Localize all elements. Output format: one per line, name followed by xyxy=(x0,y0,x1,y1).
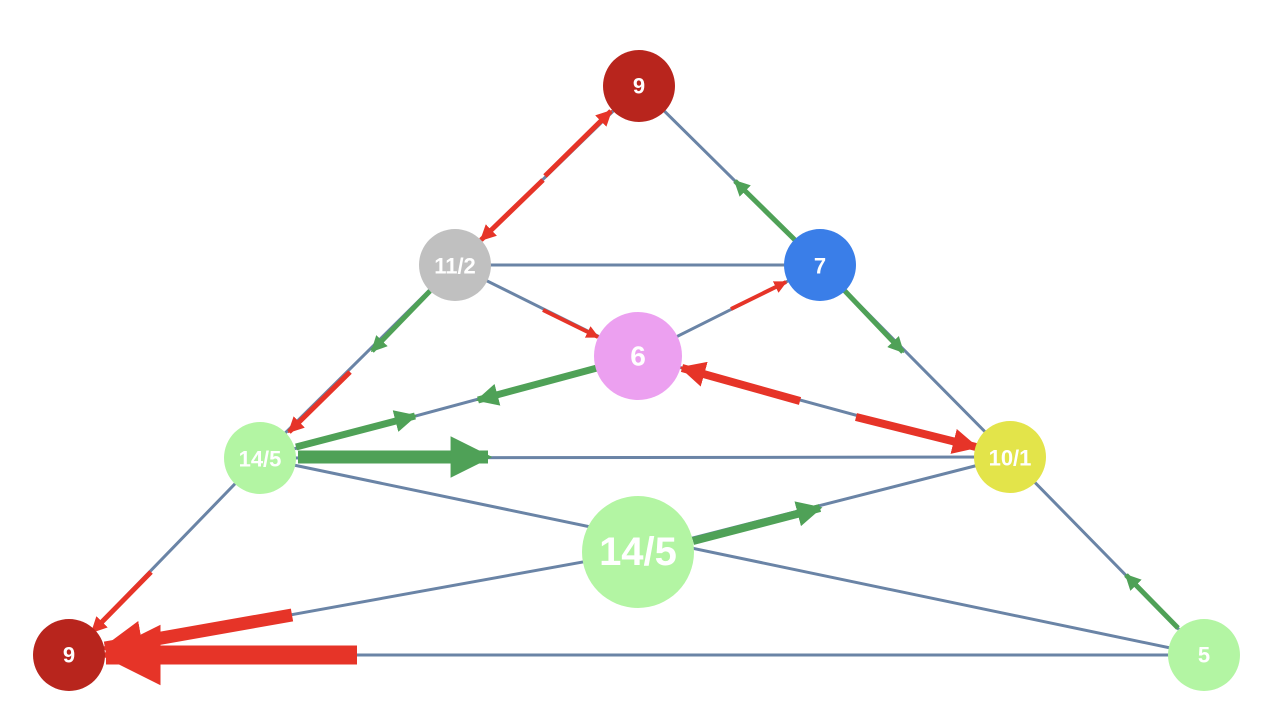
arrow-mid-right-to-top xyxy=(733,179,798,243)
node-left-circle xyxy=(224,422,296,494)
arrow-center-to-mid-right xyxy=(730,280,788,311)
arrow-center-to-left xyxy=(475,364,598,406)
arrow-lower-center-to-right xyxy=(691,501,823,545)
node-lower-center-label: 14/5 xyxy=(599,530,677,574)
node-layer: 9 11/2 7 6 14/5 10/1 14/5 9 xyxy=(33,50,1240,691)
node-center-label: 6 xyxy=(630,341,646,372)
arrow-mid-left-to-center xyxy=(542,308,600,339)
arrow-mid-right-to-right xyxy=(841,287,905,354)
arrow-center-to-right xyxy=(855,413,979,454)
node-bottom-right-label: 5 xyxy=(1198,643,1210,668)
node-center-circle xyxy=(594,312,682,400)
node-top-label: 9 xyxy=(633,74,645,99)
arrow-layer xyxy=(90,109,1180,686)
node-bottom-right[interactable]: 5 xyxy=(1168,619,1240,691)
arrow-left-to-center xyxy=(295,410,418,451)
node-left[interactable]: 14/5 xyxy=(224,422,296,494)
node-right-label: 10/1 xyxy=(989,446,1032,471)
node-top[interactable]: 9 xyxy=(603,50,675,122)
arrow-left-to-bottom-left xyxy=(90,570,153,634)
node-bottom-left-circle xyxy=(33,619,105,691)
arrow-bottom-right-to-right xyxy=(1124,573,1180,630)
node-left-label: 14/5 xyxy=(239,447,282,472)
node-right-circle xyxy=(974,421,1046,493)
node-lower-center-circle xyxy=(582,496,694,608)
edge-left-bottom-right xyxy=(259,456,1205,657)
node-mid-right[interactable]: 7 xyxy=(784,229,856,301)
arrow-top-from-mid-left xyxy=(543,109,613,178)
arrow-mid-left-to-left-red xyxy=(287,370,352,434)
node-mid-right-label: 7 xyxy=(814,254,826,279)
arrow-right-to-center xyxy=(679,361,802,405)
node-bottom-left-label: 9 xyxy=(63,643,75,668)
node-mid-right-circle xyxy=(784,229,856,301)
arrow-mid-left-to-left-green xyxy=(370,289,432,353)
node-right[interactable]: 10/1 xyxy=(974,421,1046,493)
node-mid-left-circle xyxy=(419,229,491,301)
node-bottom-left[interactable]: 9 xyxy=(33,619,105,691)
node-bottom-right-circle xyxy=(1168,619,1240,691)
node-mid-left-label: 11/2 xyxy=(434,254,476,279)
arrow-lower-center-to-bottom-left xyxy=(100,608,294,662)
node-center[interactable]: 6 xyxy=(594,312,682,400)
node-mid-left[interactable]: 11/2 xyxy=(419,229,491,301)
arrow-mid-left-from-top xyxy=(479,178,545,242)
node-top-circle xyxy=(603,50,675,122)
node-lower-center[interactable]: 14/5 xyxy=(582,496,694,608)
